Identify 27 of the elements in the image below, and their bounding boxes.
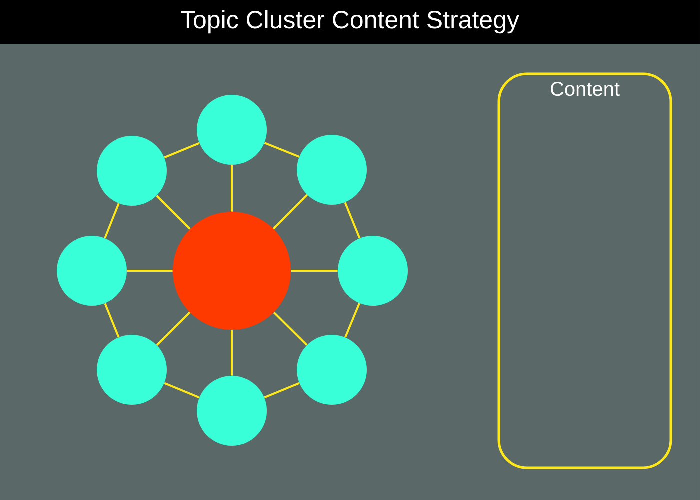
connector-line <box>273 312 308 346</box>
topic-circle <box>97 335 167 405</box>
content-box: Content <box>498 72 672 470</box>
topic-circle <box>197 376 267 446</box>
topic-circle <box>97 136 167 206</box>
connector-line <box>344 202 361 239</box>
connector-line <box>272 194 308 230</box>
connector-line <box>156 195 191 230</box>
connector-line <box>264 382 300 399</box>
connector-line <box>104 303 120 338</box>
title-bar: Topic Cluster Content Strategy <box>0 0 700 44</box>
connector-line <box>291 270 338 272</box>
topic-circle <box>297 335 367 405</box>
topic-circle <box>338 236 408 306</box>
connector-line <box>156 312 191 346</box>
hub-circle <box>173 212 291 330</box>
connector-line <box>231 165 233 212</box>
connector-line <box>104 203 120 239</box>
connector-line <box>164 142 200 159</box>
connector-line <box>344 303 360 338</box>
topic-circle <box>197 95 267 165</box>
connector-line <box>231 330 233 376</box>
topic-circle <box>297 135 367 205</box>
connector-line <box>264 142 300 158</box>
connector-line <box>164 382 200 399</box>
connector-line <box>127 270 173 272</box>
topic-circle <box>57 236 127 306</box>
